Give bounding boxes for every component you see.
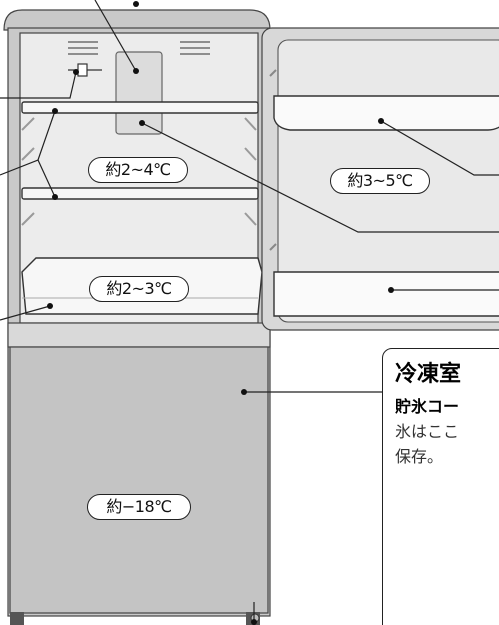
- door-pocket-lower: [273, 271, 499, 317]
- freezer-callout: 冷凍室 貯氷コー 氷はここ 保存。: [382, 348, 499, 625]
- vent-right: [180, 41, 210, 55]
- cabinet-top: [3, 9, 271, 31]
- callout-description-line2: 保存。: [395, 447, 444, 466]
- air-duct-panel: [115, 51, 163, 135]
- callout-description-line1: 氷はここ: [395, 422, 460, 441]
- temp-label-freezer: 約−18℃: [87, 494, 191, 520]
- compartment-divider: [7, 322, 271, 348]
- vent-left: [68, 41, 98, 55]
- foot-left: [10, 612, 24, 625]
- callout-title: 冷凍室: [395, 362, 462, 387]
- glass-shelf-upper: [21, 101, 259, 114]
- door-pocket-upper: [273, 95, 499, 131]
- side-rails: [21, 117, 257, 226]
- temp-label-fridge-upper: 約2~4℃: [88, 157, 188, 183]
- callout-subtitle: 貯氷コー: [395, 397, 460, 416]
- temp-label-chilled-drawer: 約2~3℃: [89, 276, 189, 302]
- leader-dots: [47, 1, 394, 625]
- glass-shelf-lower: [21, 187, 259, 200]
- temp-label-door-pocket: 約3~5℃: [330, 168, 430, 194]
- freezer-door: [9, 346, 269, 614]
